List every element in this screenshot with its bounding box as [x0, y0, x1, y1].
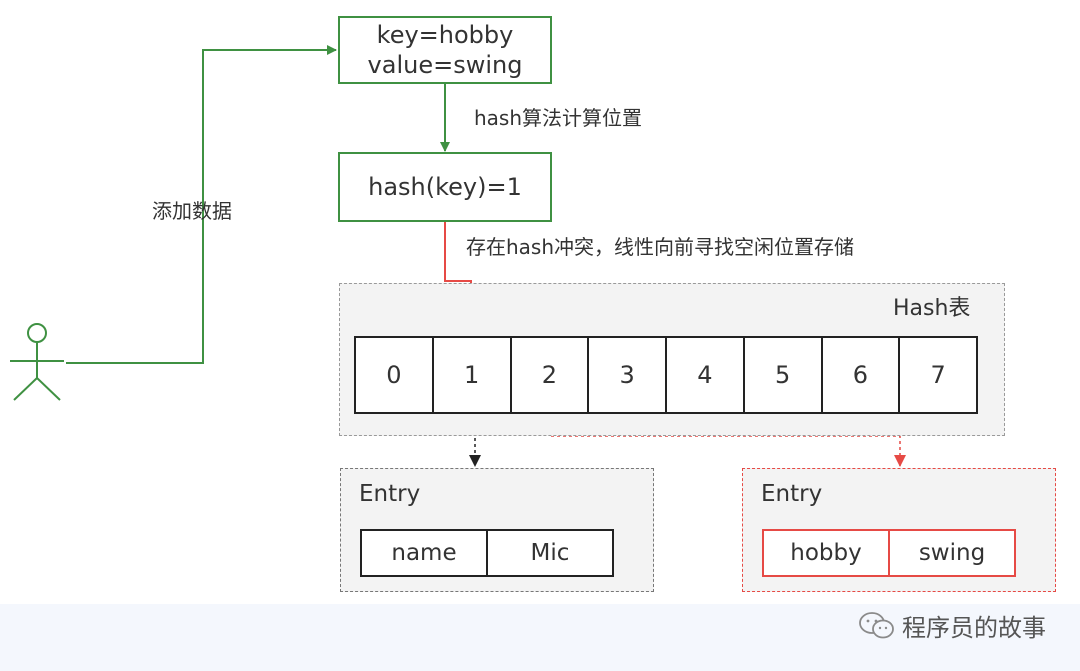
hash-slot-7: 7	[930, 361, 946, 389]
entry-box-name-mic: Entry name Mic	[340, 468, 654, 592]
hash-slot-4: 4	[667, 338, 745, 412]
entry-cells: hobby swing	[762, 529, 1016, 577]
key-text: key=hobby	[376, 21, 514, 49]
hash-slot-0: 0	[356, 338, 434, 412]
hash-result-text: hash(key)=1	[368, 173, 522, 201]
hash-slot-5: 5	[745, 338, 823, 412]
entry-value-cell: swing	[918, 540, 986, 566]
entry-cells: name Mic	[360, 529, 614, 577]
key-value-box: key=hobby value=swing	[338, 16, 552, 84]
hash-slot-2: 2	[512, 338, 590, 412]
brand-name: 程序员的故事	[902, 614, 1046, 642]
entry-title: Entry	[761, 481, 823, 507]
entry-box-hobby-swing: Entry hobby swing	[742, 468, 1056, 592]
wechat-icon	[859, 611, 894, 638]
entry-key-cell: name	[362, 531, 488, 575]
value-text: value=swing	[367, 51, 523, 79]
entry-key-cell: hobby	[764, 531, 890, 575]
user-actor-icon	[10, 323, 64, 401]
hash-slot-6: 6	[823, 338, 901, 412]
hash-table-title: Hash表	[893, 296, 971, 321]
collision-label: 存在hash冲突，线性向前寻找空闲位置存储	[466, 235, 855, 259]
hash-slot-3: 3	[589, 338, 667, 412]
hash-table-slots: 0 1 2 3 4 5 6 7	[354, 336, 978, 414]
watermark-footer: 程序员的故事	[0, 604, 1080, 671]
add-data-arrow	[66, 45, 337, 364]
add-data-label: 添加数据	[152, 199, 232, 223]
entry-title: Entry	[359, 481, 421, 507]
hash-algorithm-label: hash算法计算位置	[474, 106, 643, 130]
brand-watermark: 程序员的故事	[858, 608, 1046, 643]
hash-slot-1: 1	[434, 338, 512, 412]
entry-value-cell: Mic	[530, 540, 570, 566]
hash-result-box: hash(key)=1	[338, 152, 552, 222]
